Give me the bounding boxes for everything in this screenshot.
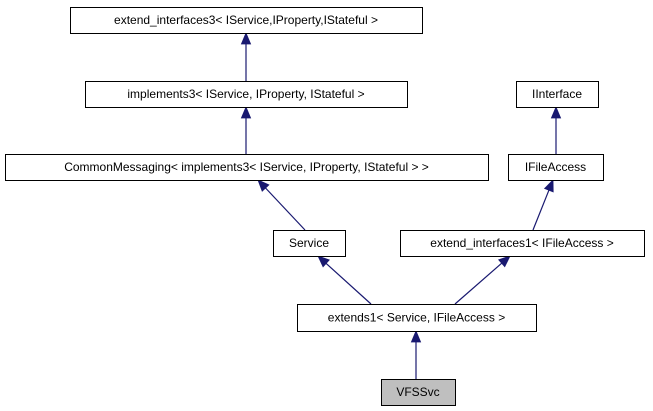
class-node-extend_interfaces1[interactable]: extend_interfaces1< IFileAccess > bbox=[400, 230, 645, 257]
class-node-box[interactable] bbox=[273, 230, 346, 257]
edge-line bbox=[265, 187, 306, 231]
inheritance-edge bbox=[532, 179, 554, 231]
class-node-box[interactable] bbox=[70, 7, 423, 34]
class-node-box[interactable] bbox=[85, 81, 408, 108]
class-node-box[interactable] bbox=[400, 230, 645, 257]
inheritance-edge bbox=[550, 105, 562, 154]
class-node-label: IFileAccess bbox=[525, 160, 586, 174]
edge-arrowhead-icon bbox=[240, 105, 252, 119]
class-node-commonmessaging[interactable]: CommonMessaging< implements3< IService, … bbox=[5, 154, 489, 181]
edge-arrowhead-icon bbox=[543, 179, 554, 193]
edge-line bbox=[454, 262, 503, 305]
edge-arrowhead-icon bbox=[257, 179, 270, 192]
class-node-label: VFSSvc bbox=[396, 385, 439, 399]
class-node-vfssvc[interactable]: VFSSvc bbox=[381, 379, 456, 406]
inheritance-edge bbox=[317, 255, 372, 305]
class-node-label: extends1< Service, IFileAccess > bbox=[328, 311, 505, 325]
edge-arrowhead-icon bbox=[497, 255, 511, 268]
edge-line bbox=[532, 189, 550, 231]
class-node-box[interactable] bbox=[508, 154, 604, 181]
class-node-extend_interfaces3[interactable]: extend_interfaces3< IService,IProperty,I… bbox=[70, 7, 423, 34]
class-node-service[interactable]: Service bbox=[273, 230, 346, 257]
edge-line bbox=[325, 262, 372, 305]
class-node-box[interactable] bbox=[516, 81, 599, 108]
inheritance-edge bbox=[257, 179, 306, 231]
edges-layer bbox=[240, 31, 562, 379]
inheritance-edge bbox=[410, 329, 422, 379]
class-node-box[interactable] bbox=[381, 379, 456, 406]
edge-arrowhead-icon bbox=[550, 105, 562, 119]
class-node-implements3[interactable]: implements3< IService, IProperty, IState… bbox=[85, 81, 408, 108]
class-node-label: implements3< IService, IProperty, IState… bbox=[127, 87, 364, 101]
class-node-iinterface[interactable]: IInterface bbox=[516, 81, 599, 108]
class-node-ifileaccess[interactable]: IFileAccess bbox=[508, 154, 604, 181]
class-node-extends1[interactable]: extends1< Service, IFileAccess > bbox=[297, 304, 537, 332]
edge-arrowhead-icon bbox=[240, 31, 252, 45]
edge-arrowhead-icon bbox=[410, 329, 422, 343]
edge-arrowhead-icon bbox=[317, 255, 330, 268]
class-node-box[interactable] bbox=[297, 304, 537, 332]
inheritance-edge bbox=[240, 31, 252, 81]
class-node-label: extend_interfaces3< IService,IProperty,I… bbox=[114, 13, 378, 27]
class-node-box[interactable] bbox=[5, 154, 489, 181]
class-node-label: IInterface bbox=[532, 87, 582, 101]
inheritance-edge bbox=[240, 105, 252, 154]
class-node-label: extend_interfaces1< IFileAccess > bbox=[430, 236, 613, 250]
inheritance-edge bbox=[454, 255, 511, 305]
nodes-layer: extend_interfaces3< IService,IProperty,I… bbox=[5, 7, 645, 406]
class-node-label: Service bbox=[289, 236, 329, 250]
class-node-label: CommonMessaging< implements3< IService, … bbox=[64, 160, 429, 174]
